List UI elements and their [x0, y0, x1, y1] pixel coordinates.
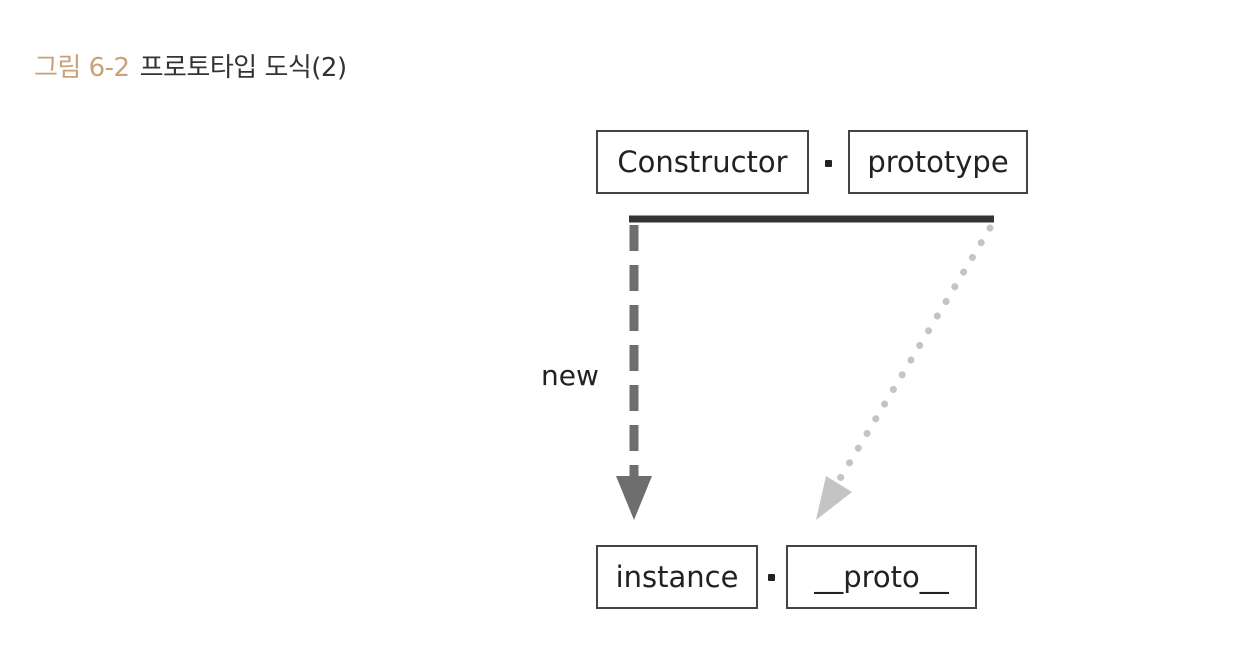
- proto-dotted-line: [834, 224, 994, 486]
- figure-title: 프로토타입 도식(2): [139, 53, 348, 83]
- instance-label: instance: [615, 560, 739, 594]
- constructor-label: Constructor: [617, 145, 788, 179]
- new-arrowhead: [616, 476, 652, 520]
- new-edge-label: new: [541, 359, 599, 392]
- prototype-label: prototype: [867, 145, 1009, 179]
- figure-number: 그림 6-2: [34, 53, 130, 83]
- constructor-box: Constructor: [596, 130, 809, 194]
- prototype-box: prototype: [848, 130, 1028, 194]
- top-separator-dot: [825, 160, 832, 167]
- proto-label: __proto__: [814, 560, 949, 594]
- figure-caption: 그림 6-2 프로토타입 도식(2): [34, 48, 347, 88]
- proto-box: __proto__: [786, 545, 977, 609]
- instance-box: instance: [596, 545, 758, 609]
- proto-arrowhead: [816, 476, 852, 520]
- bottom-separator-dot: [768, 574, 775, 581]
